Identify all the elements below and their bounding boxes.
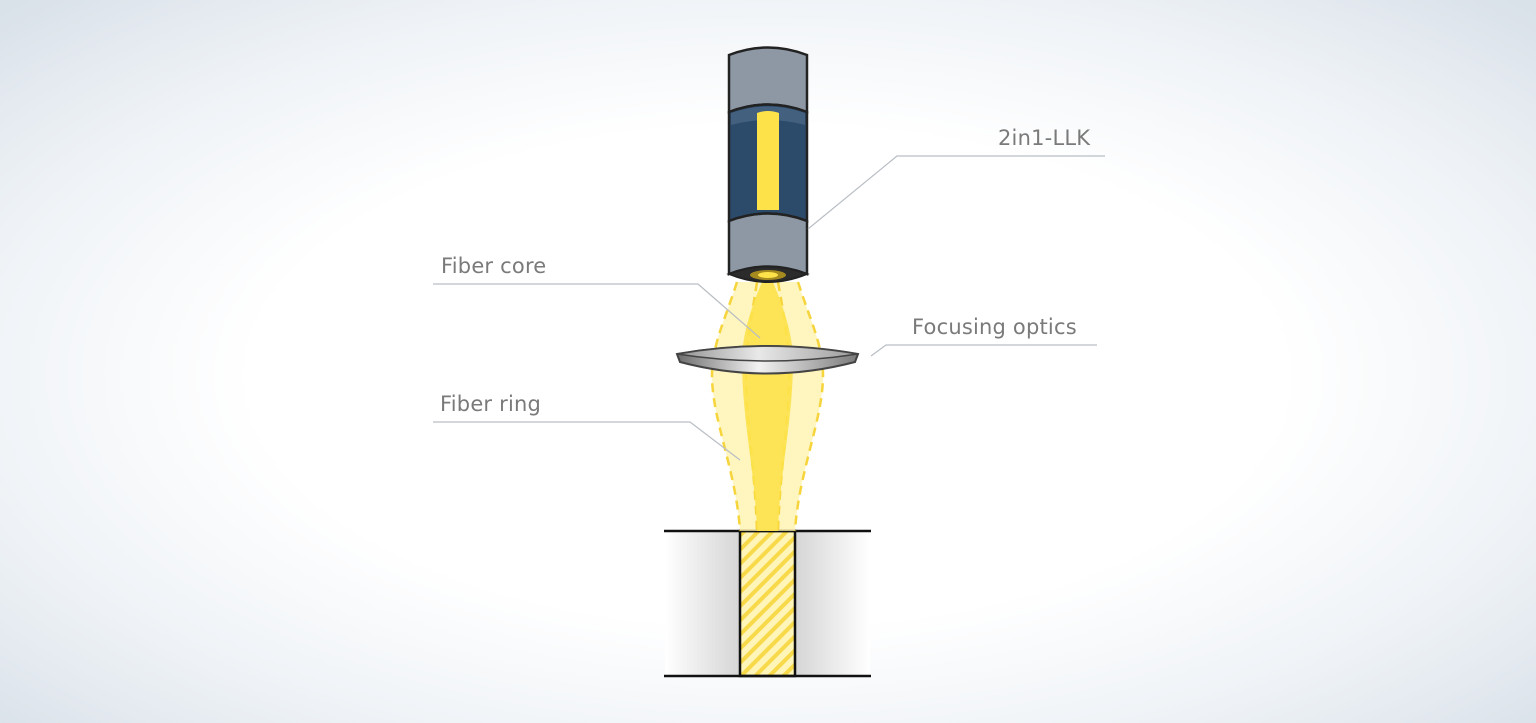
housing-top-section — [727, 46, 809, 114]
workpiece-left-wall — [665, 531, 740, 676]
leader-line-fiber-core — [433, 283, 761, 339]
leader-line-llk — [807, 155, 1105, 230]
housing-bottom-section — [727, 212, 809, 276]
fiber-core-spot — [758, 272, 778, 278]
label-llk: 2in1-LLK — [998, 126, 1091, 150]
leader-lines — [433, 155, 1105, 461]
ring-beam-outer-left-edge — [710, 281, 742, 532]
lens-top-surface — [676, 345, 859, 362]
core-beam — [742, 280, 793, 531]
leader-line-focusing-optics — [870, 344, 1097, 357]
workpiece-right-wall — [795, 531, 870, 676]
leader-line-fiber-ring — [433, 421, 741, 461]
fiber-core-rod — [757, 111, 779, 210]
label-fiber-ring: Fiber ring — [440, 392, 542, 416]
workpiece — [664, 529, 871, 678]
label-fiber-core: Fiber core — [441, 254, 547, 278]
label-focusing-optics: Focusing optics — [912, 315, 1077, 339]
ring-beam-outer-right-edge — [793, 281, 825, 532]
focusing-lens — [675, 345, 860, 375]
llk-housing — [726, 46, 810, 283]
melt-zone — [738, 529, 797, 678]
